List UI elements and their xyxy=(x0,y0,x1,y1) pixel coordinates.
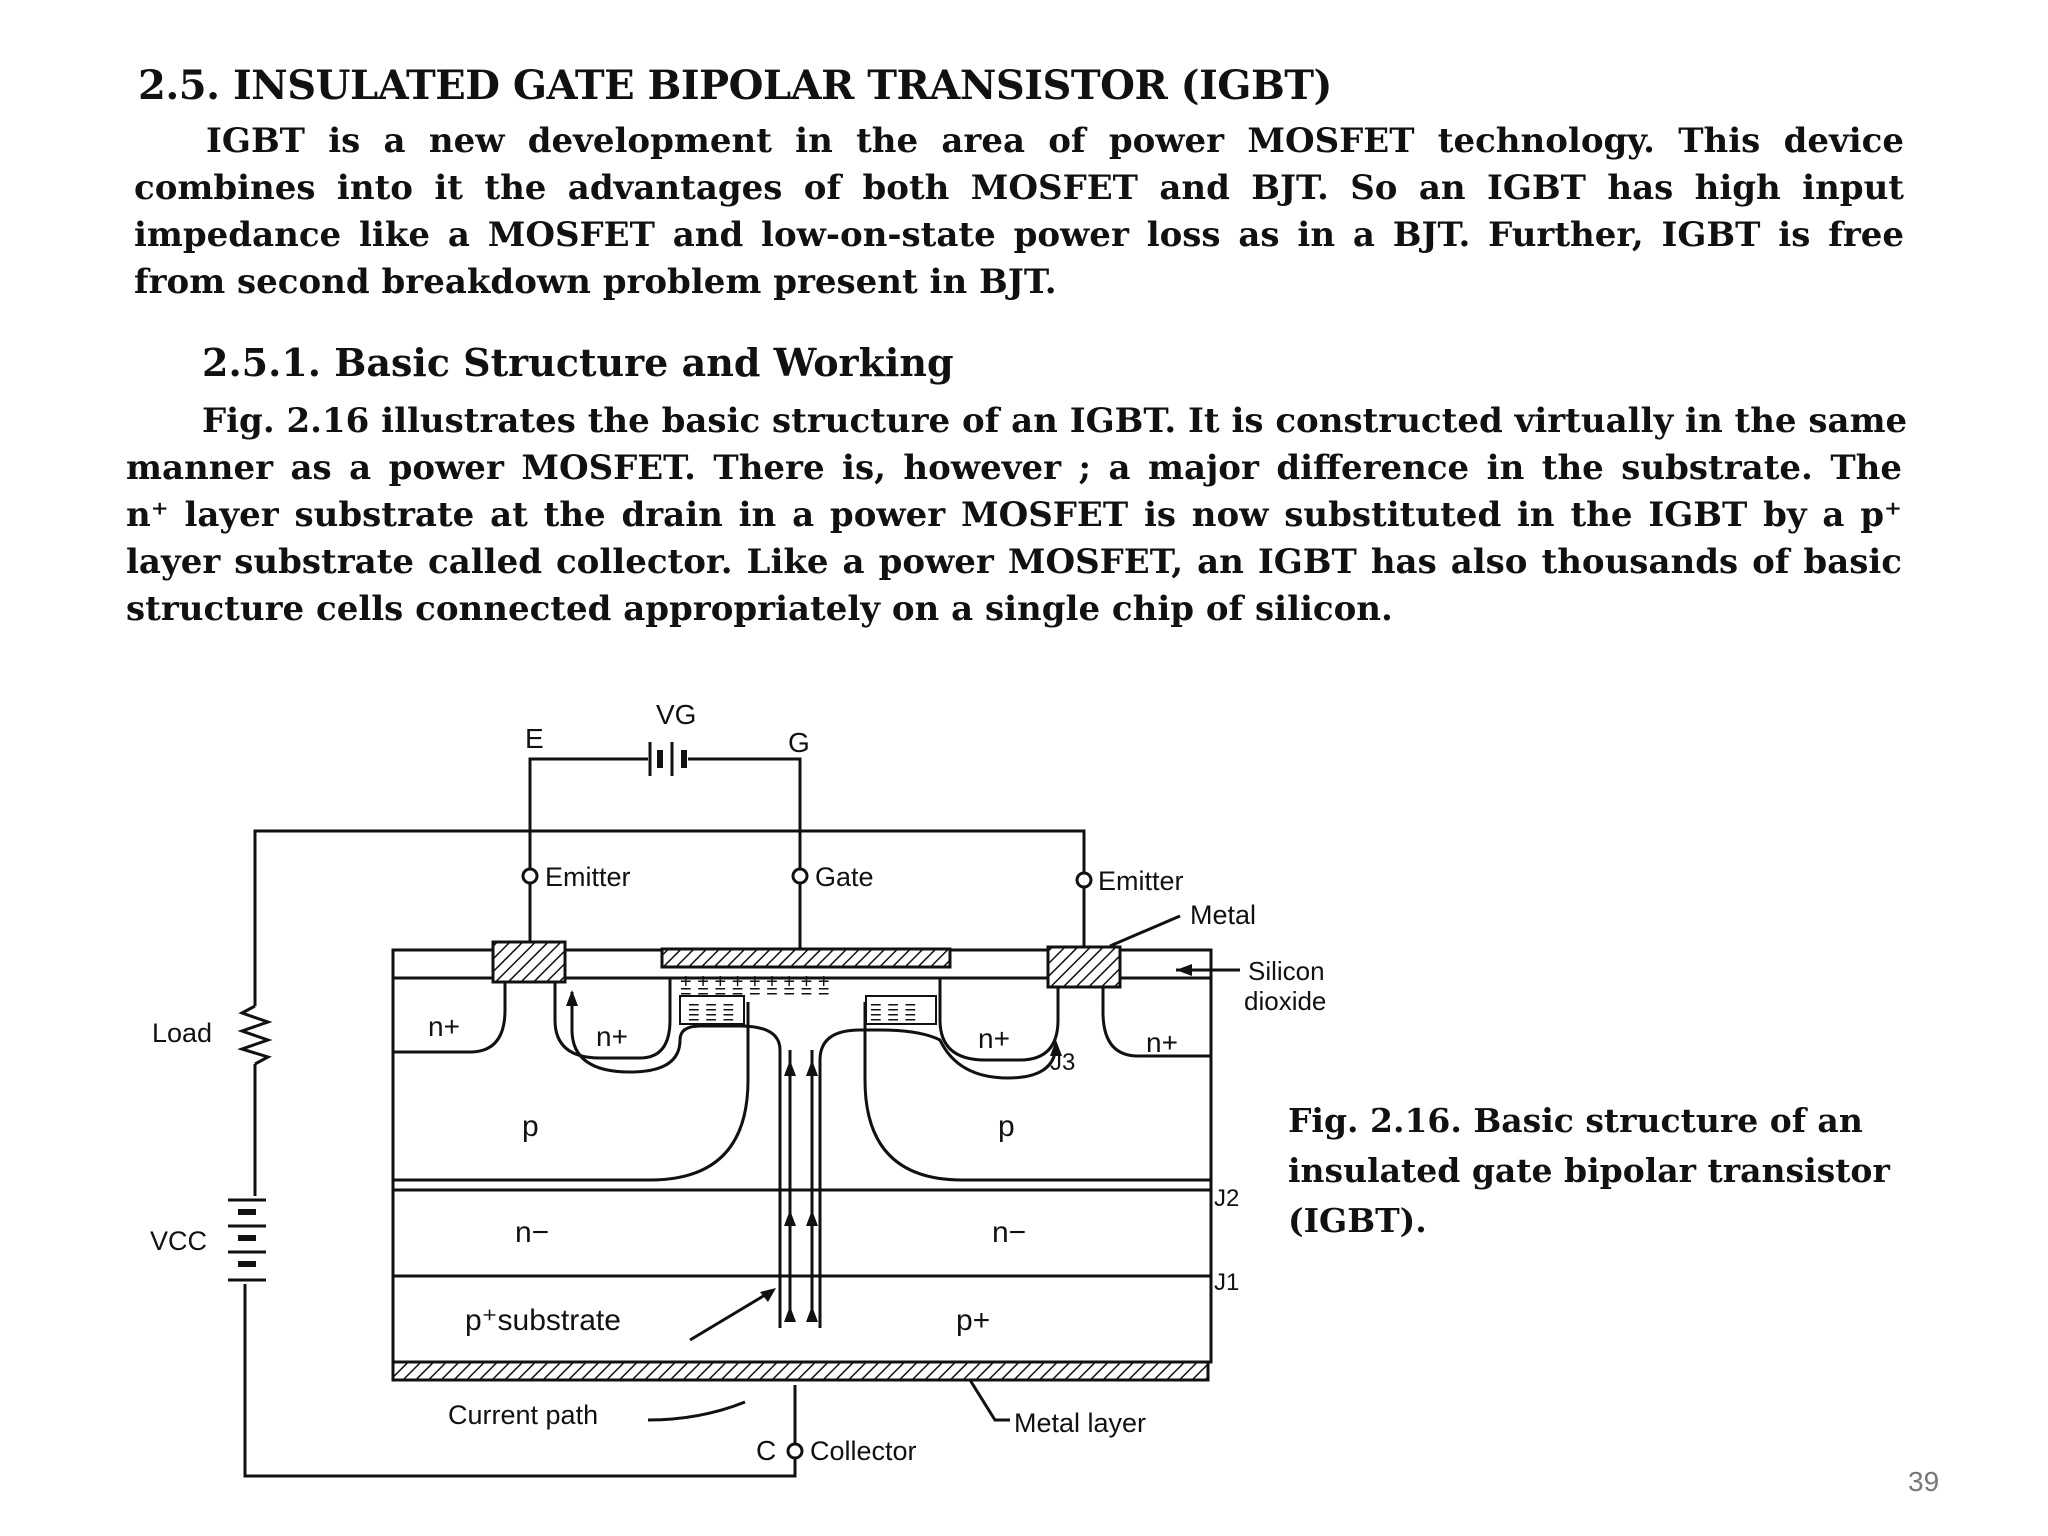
svg-text:= = =: = = = xyxy=(870,1007,916,1029)
collector-terminal-icon xyxy=(786,1442,804,1460)
svg-text:= = =: = = = xyxy=(688,997,734,1019)
arrowheads xyxy=(566,964,1192,1322)
gate-label: Gate xyxy=(815,862,874,892)
p-body-right xyxy=(863,1002,1211,1182)
emitter-metal-contact-left xyxy=(491,940,567,984)
emitter-left-label: Emitter xyxy=(545,862,631,892)
n-plus-outer-left-label: n+ xyxy=(428,1011,460,1042)
metal-leader xyxy=(1109,914,1181,948)
subsection-number: 2.5.1. xyxy=(202,340,322,385)
external-circuit xyxy=(237,757,1086,1478)
paragraph-line: from second breakdown problem present in… xyxy=(134,262,1057,302)
paragraph-line: combines into it the advantages of both … xyxy=(134,168,1904,208)
emitter-right-label: Emitter xyxy=(1098,866,1184,896)
silicon-label: Silicon xyxy=(1248,956,1325,986)
vcc-label: VCC xyxy=(150,1226,207,1256)
device-outline xyxy=(391,948,1213,1364)
current-path-label: Current path xyxy=(448,1400,598,1430)
svg-text:= = =: = = = xyxy=(870,997,916,1019)
emitter-terminal-right-icon xyxy=(1075,871,1093,889)
p-left-label: p xyxy=(522,1110,539,1143)
metal-label: Metal xyxy=(1190,900,1256,930)
n-plus-inner-left-label: n+ xyxy=(596,1021,628,1052)
bottom-return-wire xyxy=(243,1284,797,1478)
j3-label: J3 xyxy=(1050,1049,1075,1076)
intro-paragraph: IGBT is a new development in the area of… xyxy=(134,118,1904,306)
section-number: 2.5. xyxy=(138,62,220,109)
n-plus-inner-left-well xyxy=(553,978,672,1060)
n-minus-right-label: n− xyxy=(992,1216,1026,1249)
current-path-arrows xyxy=(570,914,1240,1422)
collector-label: Collector xyxy=(810,1436,917,1466)
n-plus-outer-right-well xyxy=(1101,978,1211,1058)
paragraph-line: layer substrate called collector. Like a… xyxy=(126,542,1902,582)
gate-terminal-icon xyxy=(791,867,809,885)
caption-line: Fig. 2.16. Basic structure of an xyxy=(1288,1101,1863,1140)
svg-text:= = = = = = = = =: = = = = = = = = = xyxy=(680,981,830,1003)
n-plus-inner-right-well xyxy=(938,978,1060,1062)
paragraph-line: impedance like a MOSFET and low-on-state… xyxy=(134,215,1904,255)
paragraph-line: IGBT is a new development in the area of… xyxy=(206,121,1904,161)
emitter-terminal-left-icon xyxy=(521,867,539,885)
current-path-right xyxy=(818,1028,1058,1328)
subsection-title: Basic Structure and Working xyxy=(334,340,954,385)
collector-c-label: C xyxy=(756,1435,776,1466)
collector-metal-layer xyxy=(391,1360,1210,1382)
paragraph-line: manner as a power MOSFET. There is, howe… xyxy=(126,448,1902,488)
top-rail-wire xyxy=(253,829,1086,1006)
j1-label: J1 xyxy=(1214,1269,1239,1296)
paragraph-line: Fig. 2.16 illustrates the basic structur… xyxy=(202,401,1908,441)
vg-label: VG xyxy=(656,699,696,730)
dioxide-label: dioxide xyxy=(1244,986,1326,1016)
page-number: 39 xyxy=(1908,1466,1940,1497)
vg-battery-icon xyxy=(648,742,687,776)
metal-layer-label: Metal layer xyxy=(1014,1408,1146,1438)
load-resistor xyxy=(237,1004,273,1066)
device-body xyxy=(391,948,1213,1364)
p-right-label: p xyxy=(998,1110,1015,1143)
current-path-left xyxy=(570,992,782,1328)
gate-metal-electrode xyxy=(660,947,952,969)
gate-wire xyxy=(688,757,802,831)
p-body-left xyxy=(393,1002,750,1182)
caption-line: insulated gate bipolar transistor (IGBT)… xyxy=(1288,1151,1890,1240)
p-substrate-label: p⁺substrate xyxy=(465,1304,621,1337)
paragraph-line: n⁺ layer substrate at the drain in a pow… xyxy=(126,495,1902,535)
section-title: INSULATED GATE BIPOLAR TRANSISTOR (IGBT) xyxy=(232,62,1333,109)
j2-label: J2 xyxy=(1214,1185,1239,1212)
current-path-leader xyxy=(647,1400,746,1422)
structure-paragraph: Fig. 2.16 illustrates the basic structur… xyxy=(126,398,1908,633)
vg-label-g: G xyxy=(788,727,810,758)
emitter-wire xyxy=(528,757,648,831)
n-minus-left-label: n− xyxy=(515,1216,549,1249)
n-plus-outer-right-label: n+ xyxy=(1146,1027,1178,1058)
load-label: Load xyxy=(152,1018,212,1048)
metal-layer-leader xyxy=(968,1379,1010,1422)
gate-oxide-charges: + + + + + + + + + = = = = = = = = = = = … xyxy=(680,971,916,1029)
vcc-battery-icon xyxy=(228,1198,266,1282)
emitter-metal-contact-right xyxy=(1046,945,1122,989)
current-path-pointer xyxy=(689,1290,771,1342)
figure-caption: Fig. 2.16. Basic structure of an insulat… xyxy=(1288,1096,2008,1246)
subsection-heading: 2.5.1. Basic Structure and Working xyxy=(202,340,954,385)
svg-text:+ + + + + + + + +: + + + + + + + + + xyxy=(680,971,830,993)
section-heading: 2.5. INSULATED GATE BIPOLAR TRANSISTOR (… xyxy=(138,62,1332,109)
p-plus-label: p+ xyxy=(956,1304,990,1337)
n-plus-outer-left-well xyxy=(393,978,507,1054)
n-plus-inner-right-label: n+ xyxy=(978,1023,1010,1054)
vg-label-e: E xyxy=(525,723,544,754)
paragraph-line: structure cells connected appropriately … xyxy=(126,589,1393,629)
